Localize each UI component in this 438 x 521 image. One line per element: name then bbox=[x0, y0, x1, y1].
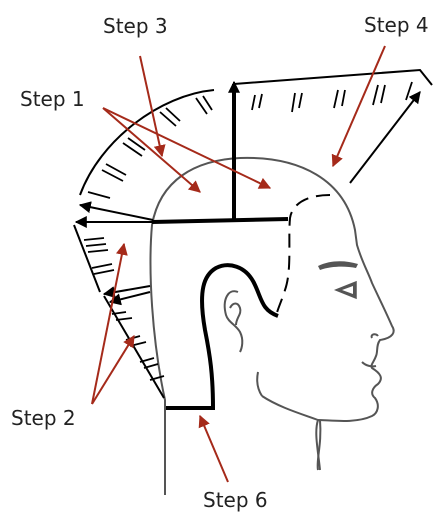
jaw-line bbox=[262, 396, 318, 420]
top-fan bbox=[234, 70, 432, 112]
dashed-hairline bbox=[276, 195, 330, 316]
ear-outline bbox=[166, 265, 278, 408]
nostril bbox=[372, 334, 378, 338]
label-step-2: Step 2 bbox=[11, 408, 76, 428]
elevation-arrows bbox=[76, 82, 420, 302]
label-step-3: Step 3 bbox=[103, 16, 168, 36]
ear-inner bbox=[225, 291, 243, 352]
head-profile bbox=[151, 158, 394, 495]
label-step-6: Step 6 bbox=[203, 490, 268, 510]
neck-front bbox=[257, 372, 262, 396]
section-lines bbox=[152, 84, 288, 222]
head-outline bbox=[151, 158, 394, 495]
label-step-1: Step 1 bbox=[20, 89, 85, 109]
label-step-4: Step 4 bbox=[364, 15, 429, 35]
eyebrow bbox=[318, 261, 358, 270]
crown-fan bbox=[80, 90, 214, 198]
